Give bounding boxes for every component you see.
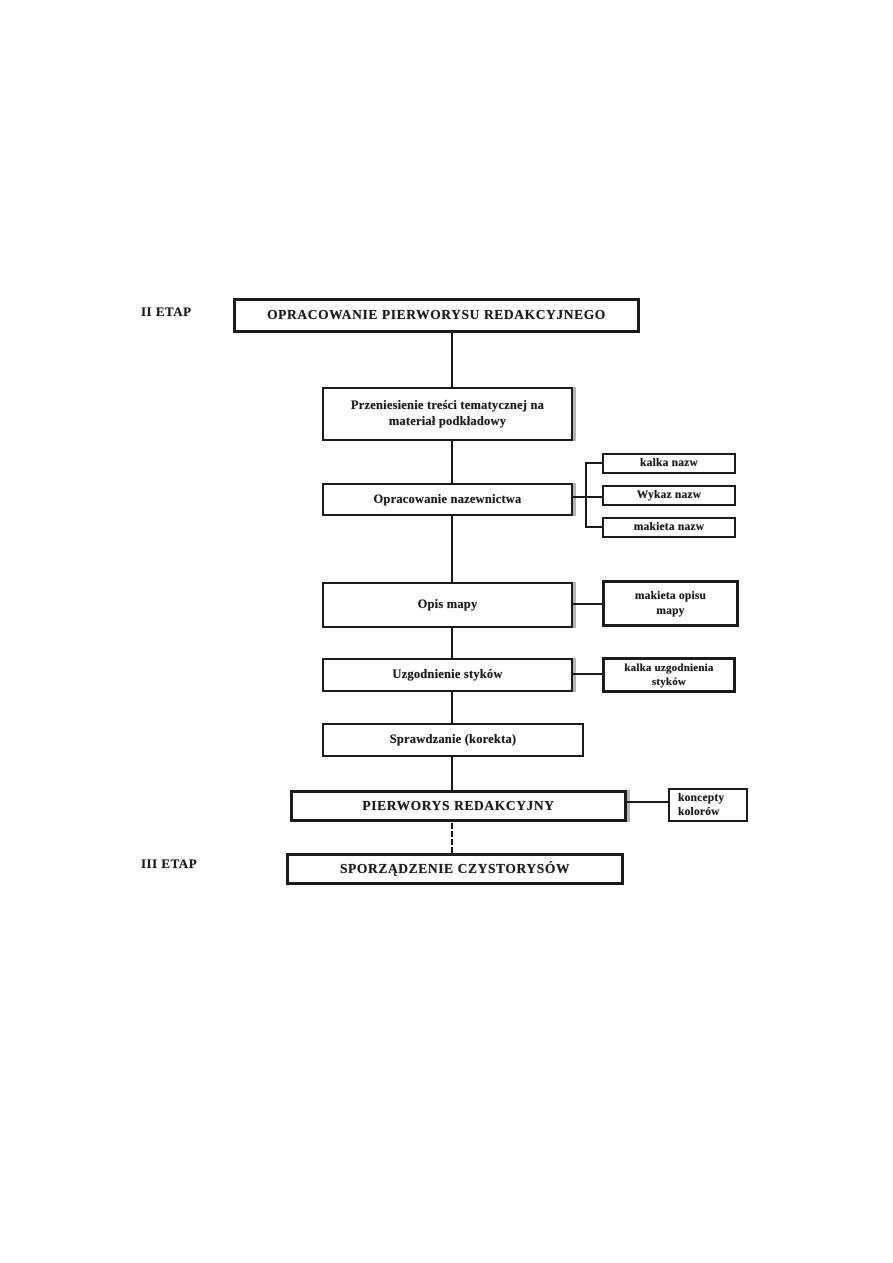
- attachment-label-line2: kolorów: [678, 806, 720, 818]
- connector-uzgodnienie-stykow: [573, 673, 602, 675]
- spine-segment-3: [451, 516, 453, 582]
- node-sporzadzenie-czystorysow: SPORZĄDZENIE CZYSTORYSÓW: [286, 853, 624, 885]
- node-label-line1: Przeniesienie treści tematycznej na: [350, 398, 545, 413]
- attachment-wykaz-nazw: Wykaz nazw: [602, 485, 736, 506]
- node-uzgodnienie-stykow: Uzgodnienie styków: [322, 658, 573, 692]
- node-label: Uzgodnienie styków: [392, 667, 503, 682]
- attachment-kalka-nazw: kalka nazw: [602, 453, 736, 474]
- spine-segment-1: [451, 333, 453, 387]
- connector-opis-mapy: [573, 603, 602, 605]
- attachment-label-line1: kalka uzgodnienia: [624, 661, 714, 674]
- node-label: Opis mapy: [417, 597, 478, 612]
- spine-segment-2: [451, 441, 453, 483]
- attachment-label-line2: mapy: [656, 604, 685, 617]
- attachment-kalka-uzgodnienia-stykow: kalka uzgodnienia styków: [602, 657, 736, 693]
- attachment-makieta-nazw: makieta nazw: [602, 517, 736, 538]
- attachment-koncepty-kolorow: koncepty kolorów: [668, 788, 748, 822]
- node-label: Opracowanie nazewnictwa: [373, 491, 522, 506]
- attachment-label-line2: styków: [651, 676, 687, 688]
- connector-nazewnictwo-stub-top: [585, 462, 602, 464]
- node-opracowanie-pierworysu-redakcyjnego: OPRACOWANIE PIERWORYSU REDAKCYJNEGO: [233, 298, 640, 333]
- node-sprawdzanie-korekta: Sprawdzanie (korekta): [322, 723, 584, 757]
- node-label-line2: materiał podkładowy: [388, 414, 507, 428]
- node-opis-mapy: Opis mapy: [322, 582, 573, 628]
- connector-nazewnictwo-bracket: [585, 462, 587, 528]
- stage-label-ii-etap: II ETAP: [141, 304, 192, 319]
- attachment-label-line1: makieta opisu: [634, 590, 707, 603]
- node-przeniesienie-tresci: Przeniesienie treści tematycznej na mate…: [322, 387, 573, 441]
- connector-nazewnictwo-stub-bottom: [585, 526, 602, 528]
- node-label: PIERWORYS REDAKCYJNY: [362, 797, 555, 813]
- stage-label-iii-etap: III ETAP: [141, 856, 198, 871]
- spine-segment-5: [451, 692, 453, 723]
- spine-segment-dashed: [451, 823, 453, 853]
- attachment-label: kalka nazw: [640, 457, 698, 470]
- node-label: SPORZĄDZENIE CZYSTORYSÓW: [339, 860, 571, 876]
- node-pierworys-redakcyjny: PIERWORYS REDAKCYJNY: [290, 790, 627, 822]
- attachment-makieta-opisu-mapy: makieta opisu mapy: [602, 580, 739, 627]
- attachment-label-line1: koncepty: [678, 791, 725, 804]
- connector-pierworys-koncepty: [627, 801, 668, 803]
- attachment-label: Wykaz nazw: [636, 489, 702, 502]
- node-label: OPRACOWANIE PIERWORYSU REDAKCYJNEGO: [267, 307, 606, 323]
- spine-segment-4: [451, 628, 453, 658]
- spine-segment-6: [451, 757, 453, 790]
- node-label: Sprawdzanie (korekta): [389, 732, 517, 747]
- connector-nazewnictwo-main: [573, 496, 602, 498]
- node-opracowanie-nazewnictwa: Opracowanie nazewnictwa: [322, 483, 573, 516]
- attachment-label: makieta nazw: [633, 521, 705, 534]
